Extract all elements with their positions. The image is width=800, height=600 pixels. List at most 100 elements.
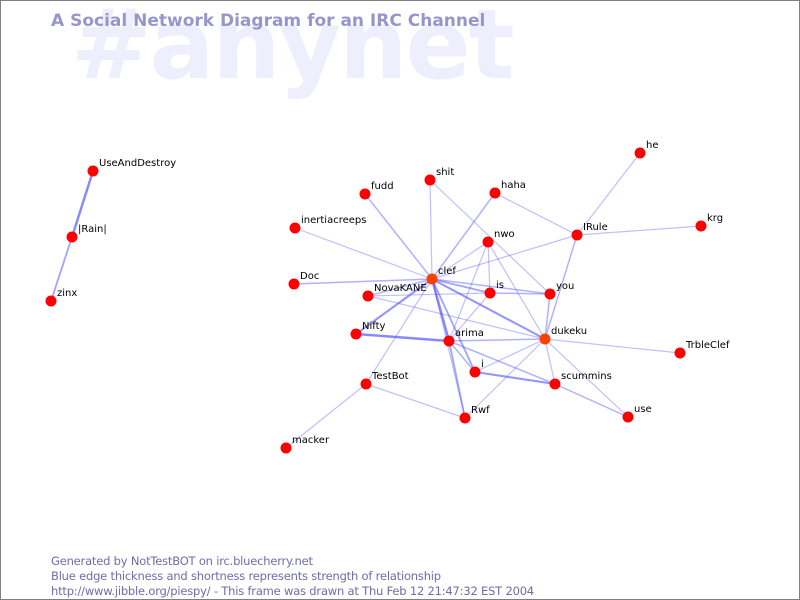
edge-clef-novakane (367, 278, 433, 297)
edge-layer (50, 152, 702, 449)
node-dot (469, 366, 481, 378)
edge-clef-testbot (365, 278, 433, 385)
node-clef: clef (426, 266, 456, 285)
edge-dukeku-i (474, 338, 546, 373)
node-dot (288, 278, 300, 290)
node-i: i (469, 359, 484, 378)
node-label: arima (455, 328, 484, 339)
edge-krg-irule (576, 225, 702, 236)
node-rain: |Rain| (66, 224, 107, 243)
edge-novakane-dukeku (367, 295, 546, 340)
edge-nwo-arima (448, 241, 489, 342)
edge-is-you (489, 292, 551, 295)
edge-clef-you (431, 278, 551, 295)
edge-clef-doc (293, 278, 433, 285)
node-dot (459, 412, 471, 424)
node-rwf: Rwf (459, 405, 490, 424)
node-dukeku: dukeku (539, 326, 587, 345)
node-label: dukeku (551, 326, 587, 337)
edge-testbot-macker (285, 383, 367, 449)
node-dot (424, 174, 436, 186)
node-label: haha (501, 180, 526, 191)
node-label: inertiacreeps (301, 215, 366, 226)
edge-arima-rwf (448, 340, 466, 419)
node-dot (674, 347, 686, 359)
node-dot (289, 222, 301, 234)
node-doc: Doc (288, 271, 319, 290)
node-dot (426, 273, 438, 285)
edge-clef-i (431, 278, 476, 373)
node-useanddestroy: UseAndDestroy (87, 158, 176, 177)
footer-generated-by: Generated by NotTestBOT on irc.bluecherr… (51, 554, 313, 568)
edge-clef-arima (430, 277, 451, 343)
node-dot (87, 165, 99, 177)
node-dot (484, 287, 496, 299)
edge-dukeku-trbleclef (544, 338, 681, 354)
edge-nwo-dukeku (487, 241, 546, 340)
node-use: use (622, 404, 652, 423)
edge-clef-fudd (364, 193, 433, 280)
edge-clef-shit (429, 179, 433, 280)
node-dot (360, 378, 372, 390)
node-dot (544, 288, 556, 300)
node-dot (539, 333, 551, 345)
node-label: i (481, 359, 484, 370)
edge-rain-zinx (50, 236, 73, 302)
node-label: TrbleClef (685, 340, 730, 351)
node-zinx: zinx (45, 288, 77, 307)
node-trbleclef: TrbleClef (674, 340, 730, 359)
edge-i-scummins (473, 370, 557, 386)
edge-testbot-rwf (365, 383, 466, 419)
channel-watermark: #anynet (71, 0, 514, 101)
edge-arima-scummins (448, 340, 556, 385)
node-label: macker (292, 435, 330, 446)
node-label: you (556, 281, 574, 292)
node-shit: shit (424, 167, 454, 186)
node-nifty: Nifty (350, 321, 386, 340)
node-label: Nifty (362, 321, 386, 332)
edge-clef-inertiacreeps (294, 227, 433, 280)
node-label: krg (707, 213, 723, 224)
edge-clef-is (431, 278, 491, 294)
edge-dukeku-rwf (464, 338, 546, 419)
node-haha: haha (489, 180, 526, 199)
node-dot (489, 187, 501, 199)
node-label: scummins (561, 371, 612, 382)
node-dot (359, 188, 371, 200)
node-dot (549, 378, 561, 390)
node-label: UseAndDestroy (99, 158, 176, 169)
node-dot (695, 220, 707, 232)
node-is: is (484, 280, 504, 299)
edge-you-dukeku (544, 293, 551, 340)
node-dot (634, 147, 646, 159)
node-label: shit (436, 167, 454, 178)
node-label: IRule (583, 222, 608, 233)
edge-arima-dukeku (448, 338, 546, 342)
edge-dukeku-use (544, 338, 629, 418)
footer: Generated by NotTestBOT on irc.bluecherr… (51, 554, 534, 599)
edge-dukeku-scummins (544, 338, 556, 385)
node-fudd: fudd (359, 181, 394, 200)
edge-he-irule (576, 152, 641, 236)
node-arima: arima (443, 328, 484, 347)
node-you: you (544, 281, 574, 300)
edge-clef-dukeku (430, 277, 547, 341)
edge-is-arima (448, 292, 491, 342)
edge-clef-irule (431, 234, 578, 280)
node-krg: krg (695, 213, 723, 232)
node-label: Rwf (471, 405, 490, 416)
edge-clef-nwo (431, 241, 489, 280)
node-dot (622, 411, 634, 423)
edge-is-novakane (367, 292, 491, 297)
node-label: clef (438, 266, 456, 277)
edge-arima-i (448, 340, 476, 373)
node-dot (280, 442, 292, 454)
node-label: |Rain| (78, 224, 107, 235)
node-irule: IRule (571, 222, 608, 241)
node-label: he (646, 140, 659, 151)
edge-nifty-arima (354, 332, 451, 343)
node-label: zinx (57, 288, 77, 299)
node-dot (362, 290, 374, 302)
